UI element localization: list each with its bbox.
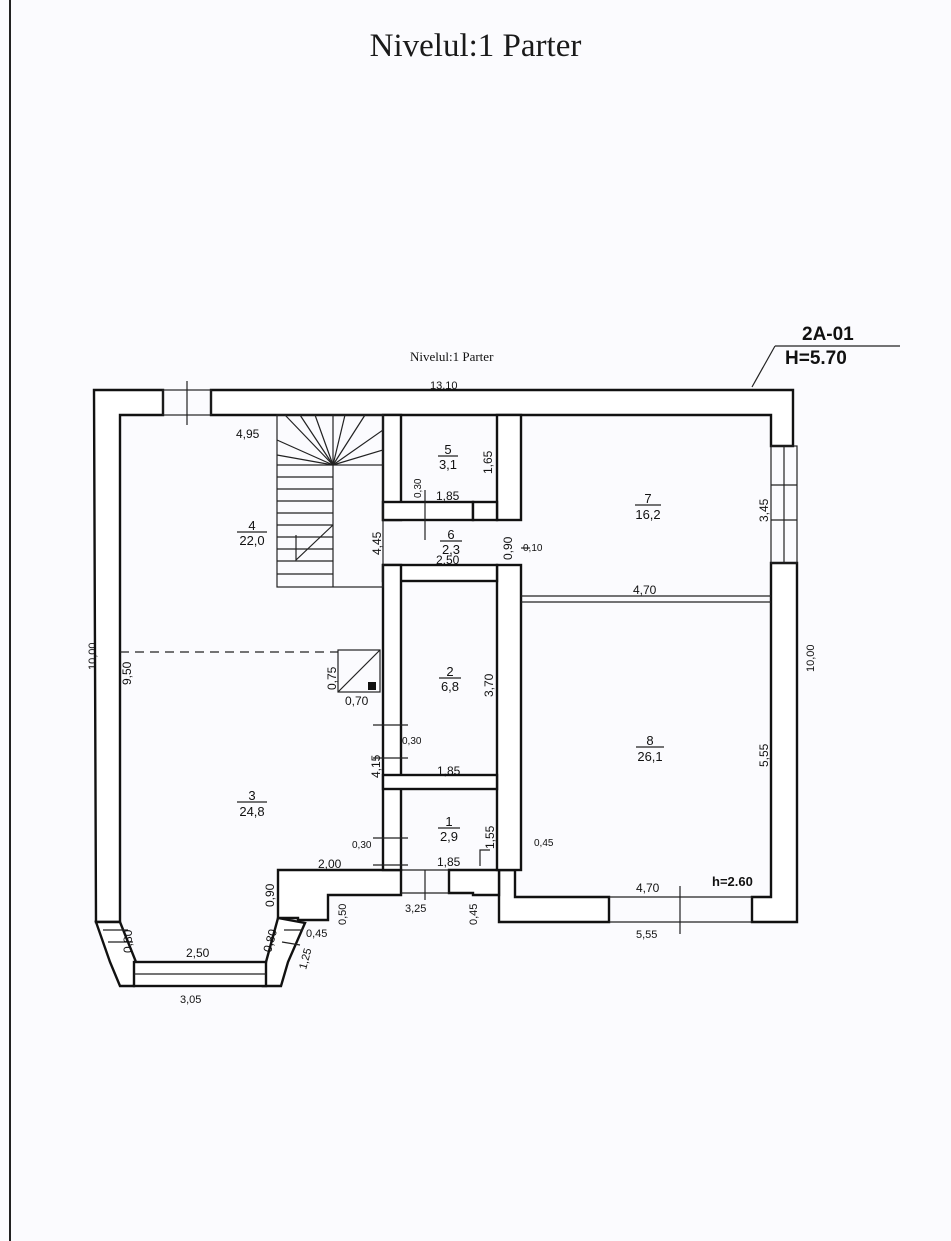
room-2-number: 2 <box>446 664 453 679</box>
page-title: Nivelul:1 Parter <box>369 28 582 64</box>
dim-185-b: 1,85 <box>437 764 461 778</box>
room-3-area: 24,8 <box>239 804 264 819</box>
dim-070: 0,70 <box>345 694 369 708</box>
room-5-area: 3,1 <box>439 457 457 472</box>
door-room1-swing <box>479 849 490 866</box>
staircase <box>276 414 384 588</box>
column-diagonal <box>337 649 381 693</box>
wall-bottom-center <box>447 868 501 897</box>
column-marker <box>368 682 376 690</box>
wall-room5-block <box>471 500 499 522</box>
dim-250-a: 2,50 <box>436 553 460 567</box>
dim-080-a: 0,80 <box>121 929 135 953</box>
dim-045-b: 0,45 <box>468 904 480 925</box>
dim-345: 3,45 <box>757 498 771 522</box>
dim-075: 0,75 <box>325 666 339 690</box>
room-8-area: 26,1 <box>637 749 662 764</box>
dim-305: 3,05 <box>180 994 201 1006</box>
dim-125: 1,25 <box>297 947 314 971</box>
room-6-area: 2,3 <box>442 542 460 557</box>
wall-room2-left <box>381 563 403 872</box>
dim-250-b: 2,50 <box>186 946 210 960</box>
dim-030-b: 0,30 <box>402 736 422 747</box>
dim-left-inner: 9,50 <box>120 661 134 685</box>
wall-interior-vertical-top <box>495 413 523 522</box>
plan-subtitle: Nivelul:1 Parter <box>410 349 494 364</box>
dim-200: 2,00 <box>318 857 342 871</box>
room-8-number: 8 <box>646 733 653 748</box>
plan-height: H=5.70 <box>785 348 847 369</box>
wall-interior-vertical-main <box>495 563 523 872</box>
room-1-area: 2,9 <box>440 829 458 844</box>
room-4-area: 22,0 <box>239 533 264 548</box>
page-left-border <box>9 0 11 1241</box>
room-5-number: 5 <box>444 442 451 457</box>
dim-right-outer: 10,00 <box>805 644 817 672</box>
dim-325: 3,25 <box>405 903 426 915</box>
dim-555-a: 5,55 <box>757 743 771 767</box>
dim-185-a: 1,85 <box>436 489 460 503</box>
dim-080-b: 0,80 <box>260 927 280 953</box>
wall-right <box>750 561 799 924</box>
bay-window-side-right-2 <box>281 941 301 946</box>
dim-470-b: 4,70 <box>636 881 660 895</box>
wall-room1-top <box>381 773 499 791</box>
plan-code: 2A-01 <box>802 324 854 345</box>
wall-room5-bottom <box>381 500 475 522</box>
room-2-area: 6,8 <box>441 679 459 694</box>
dim-045-c: 0,45 <box>306 928 327 940</box>
wall-bottom-right <box>497 868 611 924</box>
room-7-number: 7 <box>644 491 651 506</box>
dim-165: 1,65 <box>481 450 495 474</box>
dim-090-a: 0,90 <box>501 536 515 560</box>
dim-445: 4,45 <box>370 531 384 555</box>
dim-left-outer: 10,00 <box>87 642 99 670</box>
room-1-number: 1 <box>445 814 452 829</box>
column-block <box>337 649 381 693</box>
dim-555-b: 5,55 <box>636 929 657 941</box>
wall-bottom-left <box>276 868 403 922</box>
dim-050: 0,50 <box>337 904 349 925</box>
wall-left-top <box>92 388 165 924</box>
dim-045-a: 0,45 <box>534 838 554 849</box>
dim-030-a: 0,30 <box>413 478 424 498</box>
dim-155: 1,55 <box>483 825 497 849</box>
room-3-number: 3 <box>248 788 255 803</box>
dim-470-a: 4,70 <box>633 583 657 597</box>
room-7-area: 16,2 <box>635 507 660 522</box>
dim-top-total: 13,10 <box>430 380 458 392</box>
room-4-number: 4 <box>248 518 255 533</box>
dim-370: 3,70 <box>482 673 496 697</box>
dim-090-b: 0,90 <box>263 883 277 907</box>
room-height-label: h=2.60 <box>712 874 753 889</box>
dim-495: 4,95 <box>236 427 260 441</box>
dim-185-c: 1,85 <box>437 855 461 869</box>
room-6-number: 6 <box>447 527 454 542</box>
dim-030-c: 0,30 <box>352 840 372 851</box>
label-leader <box>751 345 776 388</box>
dim-415: 4,15 <box>369 754 383 778</box>
dim-010: 0,10 <box>523 543 543 554</box>
